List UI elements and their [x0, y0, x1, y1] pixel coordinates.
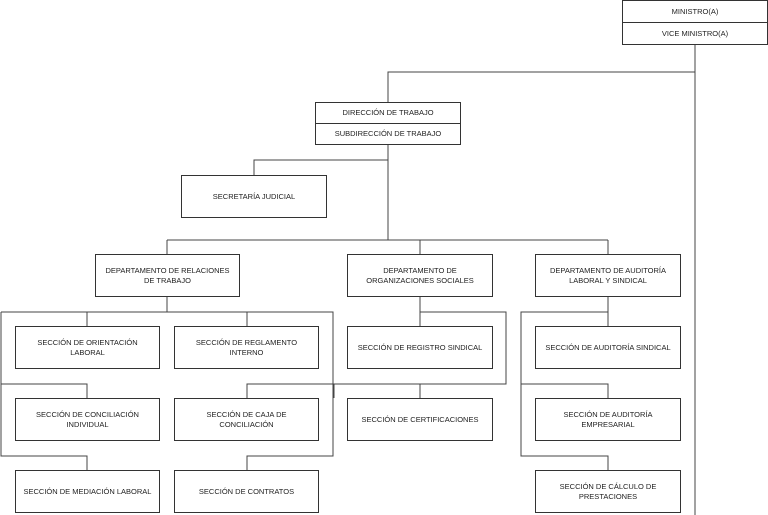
direccion-box: DIRECCIÓN DE TRABAJO SUBDIRECCIÓN DE TRA… [315, 102, 461, 145]
seccion-calculo-box: SECCIÓN DE CÁLCULO DE PRESTACIONES [535, 470, 681, 513]
seccion-reglamento-box: SECCIÓN DE REGLAMENTO INTERNO [174, 326, 319, 369]
connector-relaciones [0, 297, 334, 470]
connector-organizaciones [333, 297, 507, 398]
direccion-label: DIRECCIÓN DE TRABAJO [342, 108, 434, 118]
seccion-contratos-box: SECCIÓN DE CONTRATOS [174, 470, 319, 513]
seccion-auditoria-sindical-box: SECCIÓN DE AUDITORÍA SINDICAL [535, 326, 681, 369]
connector-auditoria [520, 297, 609, 470]
seccion-auditoria-empresarial-box: SECCIÓN DE AUDITORÍA EMPRESARIAL [535, 398, 681, 441]
connector-direccion [387, 71, 695, 102]
seccion-mediacion-box: SECCIÓN DE MEDIACIÓN LABORAL [15, 470, 160, 513]
seccion-registro-box: SECCIÓN DE REGISTRO SINDICAL [347, 326, 493, 369]
seccion-certificaciones-box: SECCIÓN DE CERTIFICACIONES [347, 398, 493, 441]
dept-relaciones-box: DEPARTAMENTO DE RELACIONES DE TRABAJO [95, 254, 240, 297]
vice-ministro-label: VICE MINISTRO(A) [623, 22, 767, 44]
subdireccion-label: SUBDIRECCIÓN DE TRABAJO [316, 123, 460, 144]
seccion-orientacion-box: SECCIÓN DE ORIENTACIÓN LABORAL [15, 326, 160, 369]
connector-secretaria [253, 159, 388, 175]
secretaria-box: SECRETARÍA JUDICIAL [181, 175, 327, 218]
connector-departamentos [166, 239, 609, 254]
ministro-label: MINISTRO(A) [671, 6, 719, 16]
dept-organizaciones-box: DEPARTAMENTO DE ORGANIZACIONES SOCIALES [347, 254, 493, 297]
dept-auditoria-box: DEPARTAMENTO DE AUDITORÍA LABORAL Y SIND… [535, 254, 681, 297]
ministro-box: MINISTRO(A) VICE MINISTRO(A) [622, 0, 768, 45]
seccion-caja-box: SECCIÓN DE CAJA DE CONCILIACIÓN [174, 398, 319, 441]
seccion-conciliacion-box: SECCIÓN DE CONCILIACIÓN INDIVIDUAL [15, 398, 160, 441]
